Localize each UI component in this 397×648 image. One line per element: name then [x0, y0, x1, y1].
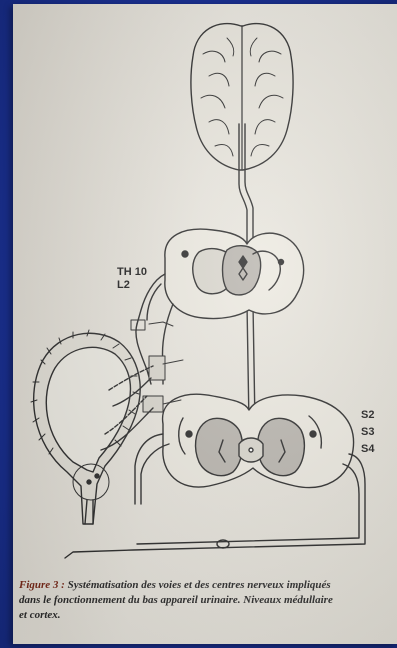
level-label-sacral: S2 S3 S4	[361, 409, 374, 456]
figure-caption: Figure 3 : Systématisation des voies et …	[19, 578, 397, 623]
level-label-thoracolumbar: TH 10 L2	[117, 266, 147, 292]
caption-line-1: Systématisation des voies et des centres…	[68, 579, 331, 591]
figure-photo: ​	[13, 4, 397, 644]
caption-line-3: et cortex.	[19, 608, 397, 623]
level-th10: TH 10	[117, 266, 147, 279]
spinal-section-sacral	[163, 394, 354, 487]
bladder	[31, 330, 140, 524]
spinal-section-thoracolumbar	[165, 229, 304, 318]
brain-cortex	[191, 24, 293, 170]
level-l2: L2	[117, 279, 147, 292]
caption-line-2: dans le fonctionnement du bas appareil u…	[19, 593, 397, 608]
figure-ref: Figure 3 :	[19, 579, 65, 591]
nervous-pathways-diagram	[13, 4, 397, 574]
level-s3: S3	[361, 426, 374, 439]
level-s4: S4	[361, 443, 374, 456]
level-s2: S2	[361, 409, 374, 422]
